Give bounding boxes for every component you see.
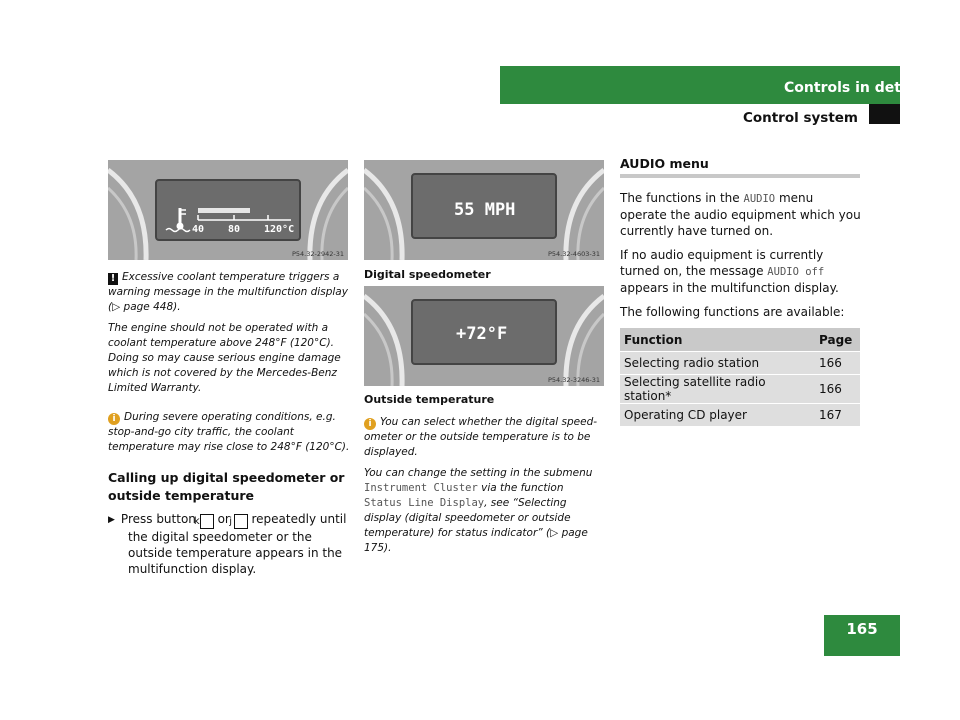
photo-reference: P54.32-2942-31 <box>291 250 344 258</box>
warning-note-detail: The engine should not be operated with a… <box>108 322 341 394</box>
table-header-row: Function Page <box>620 328 860 352</box>
info-icon: i <box>108 413 120 425</box>
audio-paragraph-3: The following functions are available: <box>620 305 845 319</box>
info-icon: i <box>364 418 376 430</box>
button-j-icon: j <box>229 514 248 529</box>
coolant-temperature-icon <box>165 208 191 233</box>
speedometer-caption: Digital speedometer <box>364 268 491 281</box>
column-header-page: Page <box>815 328 860 352</box>
step-bullet-icon: ▶ <box>108 515 115 525</box>
submenu-name: Instrument Cluster <box>364 482 478 494</box>
speed-readout: 55 MPH <box>454 200 516 220</box>
heading-rule <box>620 174 860 178</box>
temperature-caption: Outside temperature <box>364 393 495 406</box>
audio-menu-text: The functions in the AUDIO menu operate … <box>620 190 862 328</box>
warning-icon: ! <box>108 273 118 285</box>
temperature-readout: +72°F <box>456 324 508 344</box>
function-cell: Operating CD player <box>620 403 815 426</box>
section-title: Control system <box>742 110 858 126</box>
speedometer-display-photo: 55 MPH P54.32-4603-31 <box>364 160 604 260</box>
instrument-cluster-graphic <box>364 160 604 260</box>
audio-paragraph-1: The functions in the AUDIO menu operate … <box>620 191 861 238</box>
warning-note: !Excessive coolant temperature triggers … <box>108 271 348 313</box>
page-cell: 166 <box>815 374 860 404</box>
table-row: Selecting satellite radio station* 166 <box>620 374 860 404</box>
arrow-right-icon: ▷ <box>550 527 562 539</box>
speedometer-heading: Calling up digital speedometer or outsid… <box>108 470 345 503</box>
function-cell: Selecting radio station <box>620 351 815 375</box>
table-row: Operating CD player 167 <box>620 403 860 426</box>
instrument-cluster-graphic <box>364 286 604 386</box>
settings-note: You can change the setting in the submen… <box>364 467 593 554</box>
photo-reference: P54.32-4603-31 <box>547 250 600 258</box>
coolant-scale-40: 40 <box>192 224 205 235</box>
audio-off-message: AUDIO off <box>767 266 825 278</box>
arrow-right-icon: ▷ <box>112 301 124 313</box>
section-marker <box>869 104 900 124</box>
page-number: 165 <box>846 620 878 638</box>
instrument-cluster-graphic <box>108 160 348 260</box>
left-notes: !Excessive coolant temperature triggers … <box>108 270 353 461</box>
page-cell: 167 <box>815 403 860 426</box>
column-header-function: Function <box>620 328 815 352</box>
page-cell: 166 <box>815 351 860 375</box>
button-k-icon: k <box>194 514 214 529</box>
audio-paragraph-2: If no audio equipment is currently turne… <box>620 248 839 295</box>
photo-reference: P54.32-3246-31 <box>547 376 600 384</box>
function-cell: Selecting satellite radio station* <box>620 374 815 404</box>
audio-menu-name: AUDIO <box>743 193 776 205</box>
audio-menu-heading: AUDIO menu <box>620 156 709 171</box>
coolant-scale-120: 120°C <box>264 224 295 235</box>
function-table: Function Page Selecting radio station 16… <box>620 328 860 426</box>
chapter-title: Controls in detail <box>784 80 920 96</box>
chapter-band <box>500 66 900 104</box>
page-number-box <box>824 615 900 656</box>
table-row: Selecting radio station 166 <box>620 351 860 375</box>
coolant-display-photo: 40 80 120°C P54.32-2942-31 <box>108 160 348 260</box>
function-name: Status Line Display <box>364 497 485 509</box>
temperature-display-photo: +72°F P54.32-3246-31 <box>364 286 604 386</box>
coolant-scale-80: 80 <box>228 224 241 235</box>
function-table-wrap: Function Page Selecting radio station 16… <box>620 328 860 426</box>
instruction-step: ▶Press button k or j repeatedly until th… <box>108 512 347 576</box>
